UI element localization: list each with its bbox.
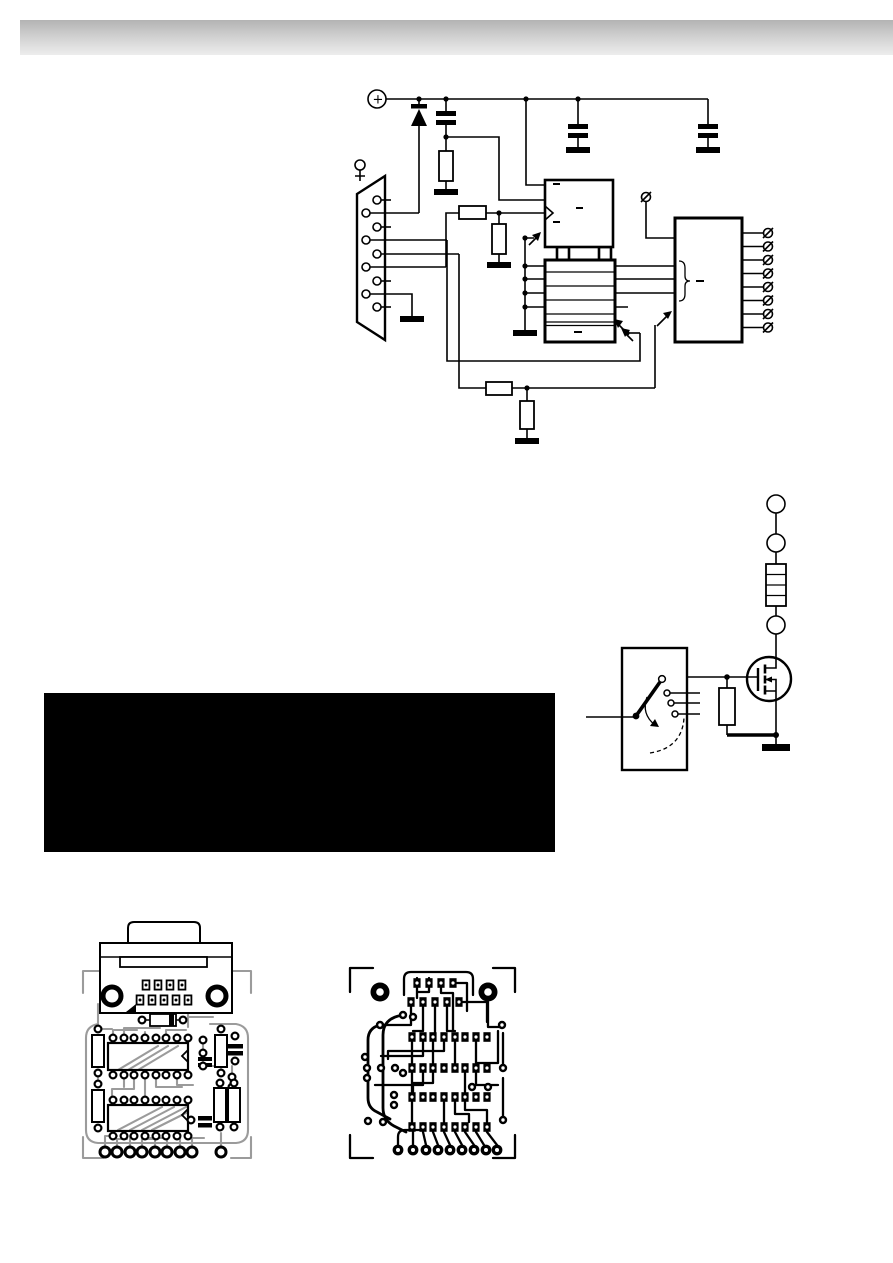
power-supply-terminal-icon: +	[367, 89, 387, 109]
bottom-pad-row	[98, 1145, 228, 1159]
ground-bar	[434, 189, 458, 195]
copper-traces	[366, 970, 505, 1147]
interface-ic	[543, 258, 675, 344]
serial-interface-schematic: +	[354, 89, 774, 444]
terminal-circle-icon	[766, 494, 786, 564]
power-plus-label: +	[373, 93, 384, 108]
slashed-terminal-icon	[640, 191, 675, 239]
capacitor-bars	[186, 1115, 212, 1128]
dip-ic-outline	[106, 1033, 193, 1080]
microcontroller-ic	[543, 178, 615, 264]
dimmer-output-schematic	[586, 494, 793, 772]
pcb-component-side	[81, 921, 253, 1160]
slashed-terminal-icon	[762, 227, 774, 239]
diode-outline	[137, 1013, 188, 1027]
mounting-ring	[205, 984, 229, 1008]
slashed-terminal-icon	[762, 281, 774, 293]
pcb-copper-side	[348, 966, 517, 1160]
mounting-ring	[100, 984, 124, 1008]
db9-female-connector	[354, 159, 459, 343]
corner-crop-marks	[81, 969, 253, 1160]
slashed-terminal-icon	[762, 254, 774, 266]
resistor-icon	[515, 388, 539, 444]
segmented-load-icon	[765, 563, 787, 607]
dip-ic-outline	[106, 1095, 193, 1141]
resistor-icon	[434, 137, 458, 195]
capacitor-icon	[696, 99, 720, 153]
resistor-outline	[91, 1024, 105, 1133]
ground-bar	[400, 316, 424, 322]
capacitor-icon	[436, 99, 456, 137]
capacitor-bars	[198, 1031, 243, 1092]
slashed-terminal-icon	[762, 321, 774, 334]
resistor-icon	[485, 381, 655, 396]
mosfet-icon	[745, 655, 793, 703]
slashed-terminal-icon	[762, 294, 774, 307]
pin1-triangle	[126, 1004, 136, 1012]
rotary-switch-icon	[586, 646, 700, 772]
bottom-pad-row	[392, 1144, 503, 1156]
clock-input-icon	[544, 205, 555, 221]
redacted-text-block	[44, 693, 555, 852]
brace-icon	[678, 260, 691, 302]
output-terminals	[742, 227, 774, 334]
slashed-terminal-icon	[762, 308, 774, 320]
ground-bar	[762, 744, 790, 751]
resistor-icon	[445, 205, 545, 267]
resistor-outline	[213, 1078, 241, 1132]
gate-resistor-icon	[718, 677, 736, 735]
resistor-icon	[487, 213, 511, 268]
terminal-circle-icon	[766, 615, 786, 635]
output-driver-ic	[654, 216, 744, 388]
slashed-terminal-icon	[762, 267, 774, 280]
protection-diode-icon	[411, 99, 427, 213]
ground-bus	[513, 232, 545, 336]
capacitor-icon	[566, 99, 590, 153]
corner-crop-marks	[348, 966, 517, 1160]
slashed-terminal-icon	[762, 240, 774, 253]
page-header-bar	[20, 20, 893, 55]
db9-connector-footprint	[99, 921, 233, 1014]
resistor-outline	[214, 1024, 228, 1078]
female-gender-icon	[354, 159, 366, 181]
